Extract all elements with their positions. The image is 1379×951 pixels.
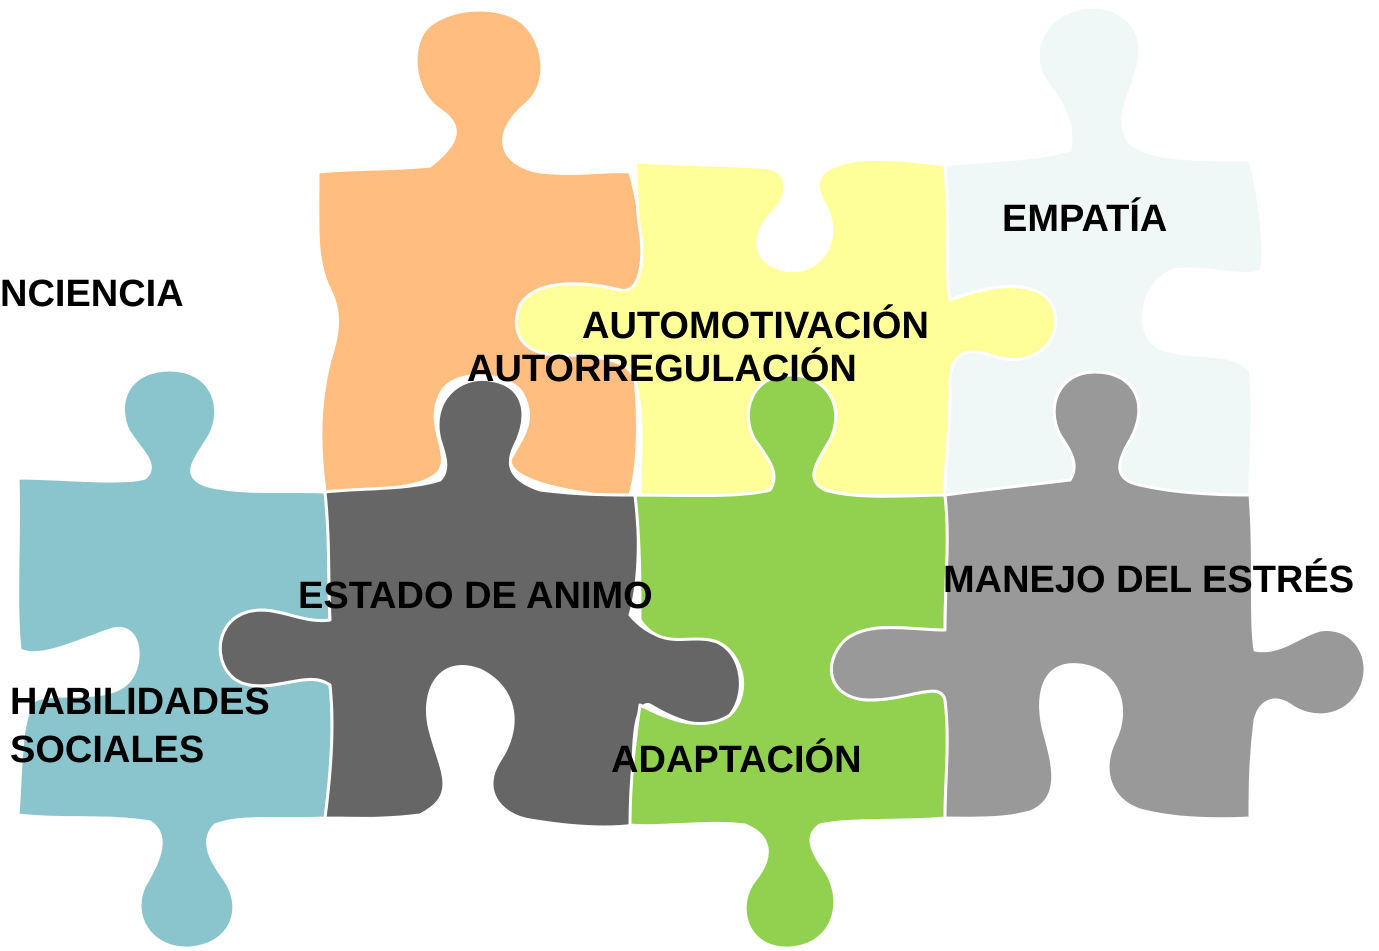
label-line: EMPATÍA xyxy=(1002,198,1168,240)
piece-label-empatia: EMPATÍA xyxy=(1002,195,1167,243)
puzzle-piece-estado-de-animo xyxy=(218,377,742,829)
label-line: HABILIDADES xyxy=(10,681,270,723)
label-line: AUTORREGULACIÓN xyxy=(467,348,857,390)
label-line: AUTOMOTIVACIÓN xyxy=(582,305,929,347)
label-line: NCIENCIA xyxy=(0,273,184,315)
piece-label-autoconciencia: NCIENCIA xyxy=(0,270,184,318)
piece-label-adaptacion: ADAPTACIÓN xyxy=(611,736,862,784)
piece-label-estado-de-animo: ESTADO DE ANIMO xyxy=(298,572,653,620)
piece-label-automotivacion: AUTOMOTIVACIÓN xyxy=(582,302,929,350)
puzzle-piece-manejo-del-estres xyxy=(829,370,1367,821)
piece-label-manejo-del-estres: MANEJO DEL ESTRÉS xyxy=(943,556,1354,604)
piece-label-habilidades-sociales: HABILIDADES SOCIALES xyxy=(10,678,270,774)
puzzle-piece-empatia xyxy=(943,5,1265,497)
piece-label-autorregulacion: AUTORREGULACIÓN xyxy=(467,345,857,393)
puzzle-piece-autorregulacion xyxy=(316,8,647,497)
label-line: MANEJO DEL ESTRÉS xyxy=(943,559,1355,601)
label-line: SOCIALES xyxy=(10,729,205,771)
label-line: ESTADO DE ANIMO xyxy=(298,575,653,617)
label-line: ADAPTACIÓN xyxy=(611,739,862,781)
